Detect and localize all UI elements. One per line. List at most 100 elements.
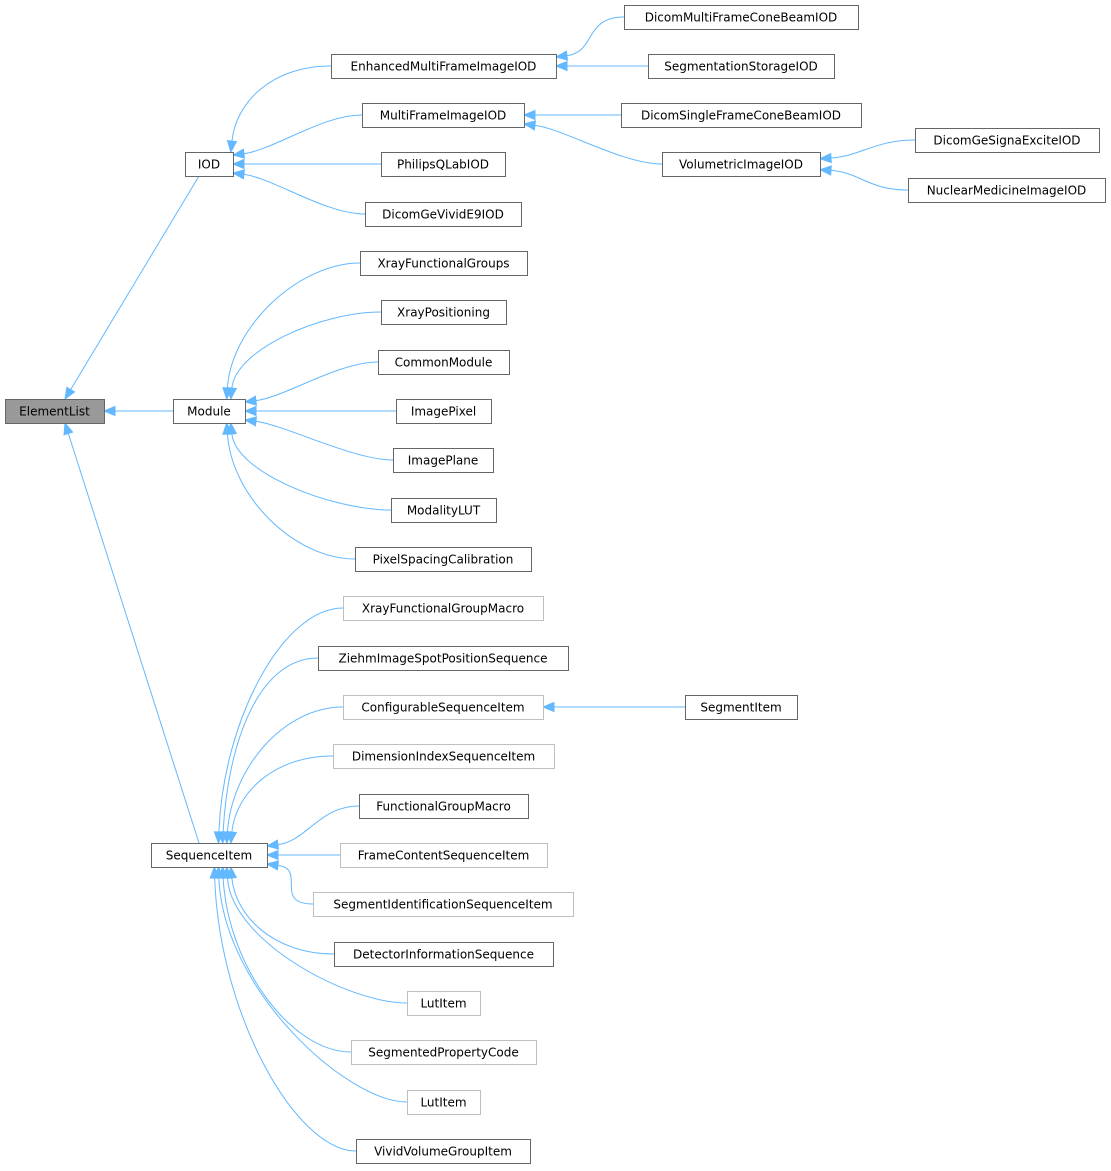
class-node-segprop[interactable]: SegmentedPropertyCode: [351, 1040, 537, 1065]
class-box: [151, 843, 268, 868]
class-label: SegmentationStorageIOD: [664, 60, 818, 74]
arrowhead: [818, 165, 832, 176]
class-node-volumetric[interactable]: VolumetricImageIOD: [662, 152, 821, 177]
class-box: [621, 103, 862, 128]
arrowhead: [265, 839, 280, 850]
class-node-modlut[interactable]: ModalityLUT: [391, 498, 497, 523]
inheritance-edge: [231, 65, 332, 142]
class-label: XrayPositioning: [397, 306, 490, 320]
class-node-philips[interactable]: PhilipsQLabIOD: [381, 152, 506, 177]
class-node-lutitem2[interactable]: LutItem: [407, 1090, 481, 1115]
class-box: [185, 152, 234, 177]
class-node-iod[interactable]: IOD: [185, 152, 234, 177]
class-box: [343, 695, 544, 720]
class-box: [407, 1090, 481, 1115]
class-box: [378, 350, 510, 375]
arrowhead: [102, 405, 116, 417]
arrowhead: [541, 701, 555, 713]
class-label: SequenceItem: [166, 849, 253, 863]
class-node-segident[interactable]: SegmentIdentificationSequenceItem: [313, 892, 574, 917]
class-node-lutitem1[interactable]: LutItem: [407, 991, 481, 1016]
inheritance-edge: [231, 433, 392, 511]
class-label: SegmentIdentificationSequenceItem: [333, 898, 552, 912]
inheritance-edge: [231, 755, 334, 833]
class-node-vivid[interactable]: VividVolumeGroupItem: [356, 1139, 531, 1164]
arrowhead: [265, 860, 280, 871]
inheritance-edge: [566, 16, 625, 57]
class-label: FunctionalGroupMacro: [376, 800, 511, 814]
class-node-signaexcite[interactable]: DicomGeSignaExciteIOD: [915, 128, 1100, 153]
class-box: [331, 54, 557, 79]
inheritance-edge: [226, 262, 361, 389]
class-node-mfconebeam[interactable]: DicomMultiFrameConeBeamIOD: [624, 5, 859, 30]
class-box: [396, 399, 492, 424]
class-node-xfgm[interactable]: XrayFunctionalGroupMacro: [343, 596, 544, 621]
class-node-multiframe[interactable]: MultiFrameImageIOD: [362, 103, 525, 128]
class-label: VividVolumeGroupItem: [374, 1145, 512, 1159]
class-label: ConfigurableSequenceItem: [361, 701, 524, 715]
class-label: ElementList: [19, 405, 90, 419]
inheritance-edge: [226, 433, 356, 560]
class-label: SegmentedPropertyCode: [368, 1046, 519, 1060]
class-node-pxcal[interactable]: PixelSpacingCalibration: [355, 547, 532, 572]
class-node-sfconebeam[interactable]: DicomSingleFrameConeBeamIOD: [621, 103, 862, 128]
class-box: [334, 942, 554, 967]
arrowhead: [243, 416, 258, 427]
class-node-vivide9[interactable]: DicomGeVividE9IOD: [365, 202, 522, 227]
inheritance-edge: [222, 877, 352, 1053]
class-label: DicomSingleFrameConeBeamIOD: [641, 109, 841, 123]
inheritance-edge: [243, 114, 363, 155]
class-node-common[interactable]: CommonModule: [378, 350, 510, 375]
class-box: [662, 152, 821, 177]
class-box: [381, 152, 506, 177]
class-box: [362, 103, 525, 128]
inheritance-edge: [231, 877, 335, 955]
class-label: DicomGeVividE9IOD: [382, 208, 504, 222]
class-box: [333, 744, 555, 769]
class-box: [318, 646, 569, 671]
inheritance-edge: [67, 433, 200, 844]
class-box: [393, 448, 494, 473]
class-box: [915, 128, 1100, 153]
arrowhead: [243, 405, 257, 417]
class-node-module[interactable]: Module: [173, 399, 246, 424]
class-label: EnhancedMultiFrameImageIOD: [351, 60, 537, 74]
inheritance-edge: [218, 877, 408, 1103]
inheritance-edge: [255, 420, 394, 461]
class-label: SegmentItem: [700, 701, 781, 715]
class-node-configurable[interactable]: ConfigurableSequenceItem: [343, 695, 544, 720]
class-node-nuclear[interactable]: NuclearMedicineImageIOD: [908, 178, 1106, 203]
class-node-detector[interactable]: DetectorInformationSequence: [334, 942, 554, 967]
class-node-ziehm[interactable]: ZiehmImageSpotPositionSequence: [318, 646, 569, 671]
class-label: DicomGeSignaExciteIOD: [933, 134, 1080, 148]
class-node-elementlist[interactable]: ElementList: [5, 399, 105, 424]
class-node-xfg[interactable]: XrayFunctionalGroups: [360, 251, 528, 276]
class-label: LutItem: [420, 997, 466, 1011]
class-box: [908, 178, 1106, 203]
class-label: VolumetricImageIOD: [679, 158, 803, 172]
class-label: XrayFunctionalGroups: [377, 257, 509, 271]
class-node-segstorage[interactable]: SegmentationStorageIOD: [648, 54, 835, 79]
arrowhead: [554, 60, 568, 72]
class-node-dimindex[interactable]: DimensionIndexSequenceItem: [333, 744, 555, 769]
class-node-sequenceitem[interactable]: SequenceItem: [151, 843, 268, 868]
edges-layer: [63, 16, 916, 1152]
class-label: LutItem: [420, 1096, 466, 1110]
inheritance-edge: [231, 311, 382, 389]
arrowhead: [265, 849, 279, 861]
inheritance-edge: [277, 864, 314, 905]
inheritance-edge: [226, 877, 408, 1004]
class-node-enhanced[interactable]: EnhancedMultiFrameImageIOD: [331, 54, 557, 79]
class-node-framecontent[interactable]: FrameContentSequenceItem: [340, 843, 548, 868]
arrowhead: [222, 421, 233, 435]
arrowhead: [63, 421, 74, 436]
class-node-xpos[interactable]: XrayPositioning: [381, 300, 507, 325]
class-box: [313, 892, 574, 917]
class-node-plane[interactable]: ImagePlane: [393, 448, 494, 473]
class-node-segmentitem[interactable]: SegmentItem: [685, 695, 798, 720]
class-node-fgm[interactable]: FunctionalGroupMacro: [359, 794, 529, 819]
class-box: [365, 202, 522, 227]
class-box: [356, 1139, 531, 1164]
class-node-pixel[interactable]: ImagePixel: [396, 399, 492, 424]
